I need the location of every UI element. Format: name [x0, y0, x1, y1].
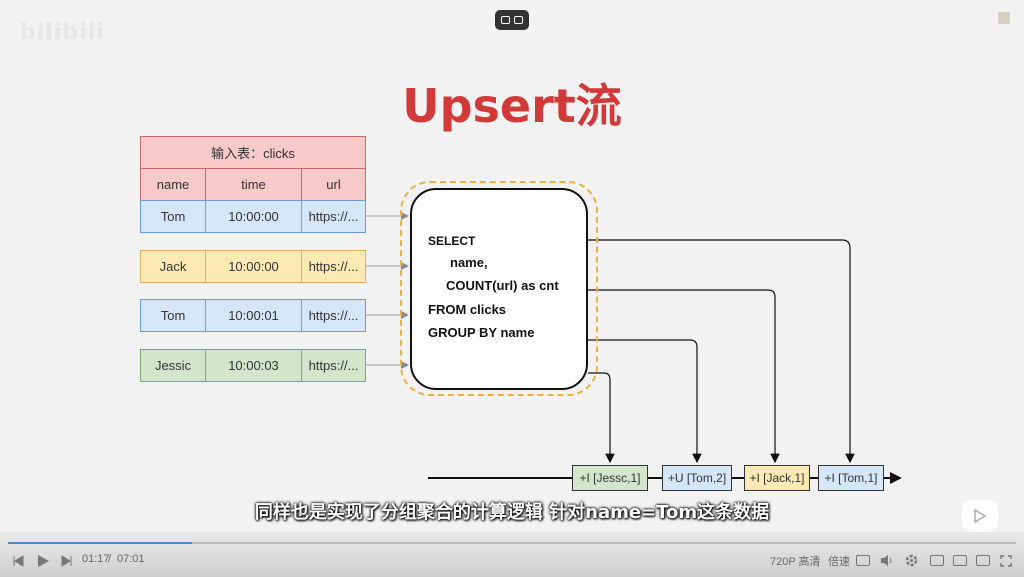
row-3-url: https://...	[301, 299, 366, 332]
progress-fill	[8, 542, 193, 544]
fullscreen-icon[interactable]	[1000, 555, 1012, 567]
skip-back-icon[interactable]	[12, 555, 24, 567]
row-2-url: https://...	[301, 250, 366, 283]
row-2-time: 10:00:00	[205, 250, 302, 283]
row-1-url: https://...	[301, 200, 366, 233]
speed-selector[interactable]: 倍速	[828, 556, 850, 568]
bilibili-watermark: bilibili	[20, 20, 105, 45]
row-3-time: 10:00:01	[205, 299, 302, 332]
slide-title: Upsert流	[402, 79, 622, 133]
output-arrows	[588, 239, 855, 464]
duration: 07:01	[117, 553, 145, 565]
next-icon[interactable]	[61, 555, 73, 567]
output-record-jessc: +I [Jessc,1]	[572, 465, 648, 491]
web-fullscreen-icon[interactable]	[976, 555, 990, 566]
quality-selector[interactable]: 720P 高清	[770, 556, 821, 568]
output-record-tom-update: +U [Tom,2]	[662, 465, 732, 491]
subtitle-toggle-icon[interactable]	[856, 555, 870, 566]
timeline-arrowhead	[890, 472, 902, 484]
play-outline-icon	[974, 508, 987, 524]
query-line-select: SELECT	[428, 234, 476, 248]
row-1-time: 10:00:00	[205, 200, 302, 233]
output-record-jack: +I [Jack,1]	[744, 465, 810, 491]
query-line-from: FROM clicks	[428, 302, 507, 317]
row-4-time: 10:00:03	[205, 349, 302, 382]
current-time: 01:17	[82, 553, 110, 565]
row-2-name: Jack	[140, 250, 206, 283]
table-header: 输入表：clicks	[140, 136, 366, 169]
volume-icon[interactable]	[880, 554, 894, 567]
progress-bar[interactable]	[8, 542, 1016, 544]
output-record-tom: +I [Tom,1]	[818, 465, 884, 491]
row-4-url: https://...	[301, 349, 366, 382]
play-side-button[interactable]	[962, 500, 998, 532]
row-4-name: Jessic	[140, 349, 206, 382]
row-3-name: Tom	[140, 299, 206, 332]
column-header-url: url	[301, 168, 366, 201]
row-1-name: Tom	[140, 200, 206, 233]
query-line-groupby: GROUP BY name	[428, 325, 535, 340]
pip-mode-icon[interactable]	[930, 555, 944, 566]
settings-gear-icon[interactable]	[905, 554, 918, 567]
column-header-time: time	[205, 168, 302, 201]
video-subtitle: 同样也是实现了分组聚合的计算逻辑 针对name=Tom这条数据	[254, 502, 770, 523]
query-line-name: name,	[450, 255, 488, 270]
time-separator: /	[108, 553, 112, 565]
sql-query-box: SELECT name, COUNT(url) as cnt FROM clic…	[410, 188, 588, 390]
note-icon[interactable]	[998, 12, 1010, 24]
player-control-bar	[0, 532, 1024, 577]
widescreen-icon[interactable]	[953, 555, 967, 566]
query-highlight	[400, 181, 598, 396]
play-icon[interactable]	[36, 554, 50, 568]
query-line-count: COUNT(url) as cnt	[446, 278, 559, 293]
picture-in-picture-icon[interactable]	[495, 10, 529, 30]
